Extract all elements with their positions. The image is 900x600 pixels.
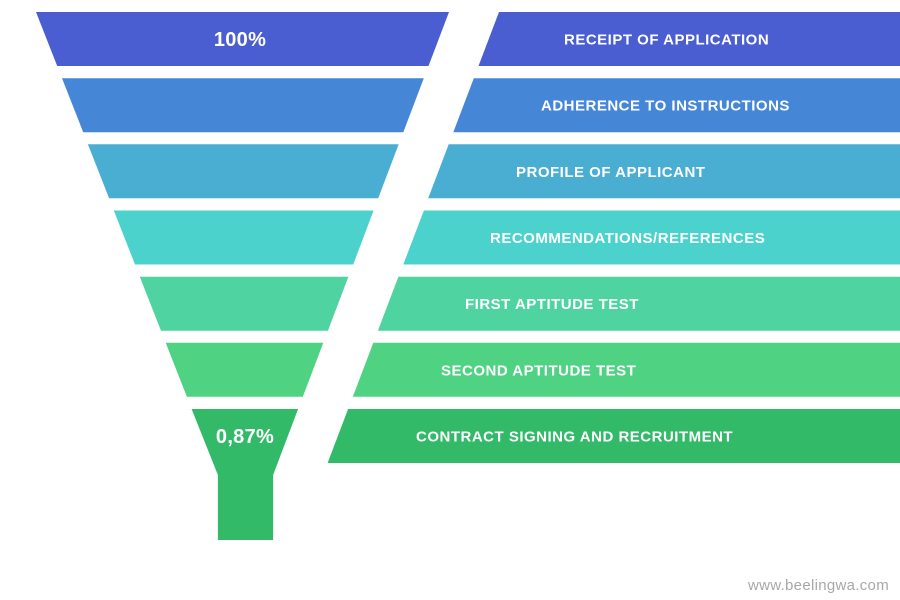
stage-2-adherence-to-instructions: ADHERENCE TO INSTRUCTIONS [62,78,900,133]
stage-label-4: RECOMMENDATIONS/REFERENCES [490,230,765,247]
stage-bar-1 [478,12,900,66]
stage-5-first-aptitude-test: FIRST APTITUDE TEST [139,276,900,331]
stage-1-receipt-of-application: 100% RECEIPT OF APPLICATION [36,12,900,66]
funnel-segment-5 [139,276,349,331]
stage-bar-7 [327,409,900,463]
stage-4-recommendations-references: RECOMMENDATIONS/REFERENCES [113,210,900,265]
stage-value-1: 100% [214,29,266,51]
stage-7-contract-signing: 0,87% CONTRACT SIGNING AND RECRUITMENT [191,409,900,540]
website-watermark: www.beelingwa.com [748,577,889,594]
stage-value-7: 0,87% [216,426,274,448]
stage-bar-5 [377,276,900,331]
stage-bar-4 [403,210,900,265]
stage-3-profile-of-applicant: PROFILE OF APPLICANT [87,144,900,199]
stage-label-6: SECOND APTITUDE TEST [441,362,636,379]
stage-label-1: RECEIPT OF APPLICATION [564,32,769,49]
stage-label-2: ADHERENCE TO INSTRUCTIONS [541,98,790,115]
funnel-segment-3 [87,144,399,199]
stage-bar-6 [352,342,900,397]
stage-label-7: CONTRACT SIGNING AND RECRUITMENT [416,429,733,446]
funnel-segment-6 [165,342,324,397]
funnel-segment-7-spout [191,409,299,540]
stage-bar-3 [428,144,900,199]
funnel-segment-1 [36,12,449,66]
stage-label-3: PROFILE OF APPLICANT [516,164,705,181]
stage-bar-2 [453,78,900,133]
funnel-segment-4 [113,210,374,265]
funnel-segment-2 [62,78,424,133]
stage-6-second-aptitude-test: SECOND APTITUDE TEST [165,342,900,397]
stage-label-5: FIRST APTITUDE TEST [465,296,639,313]
